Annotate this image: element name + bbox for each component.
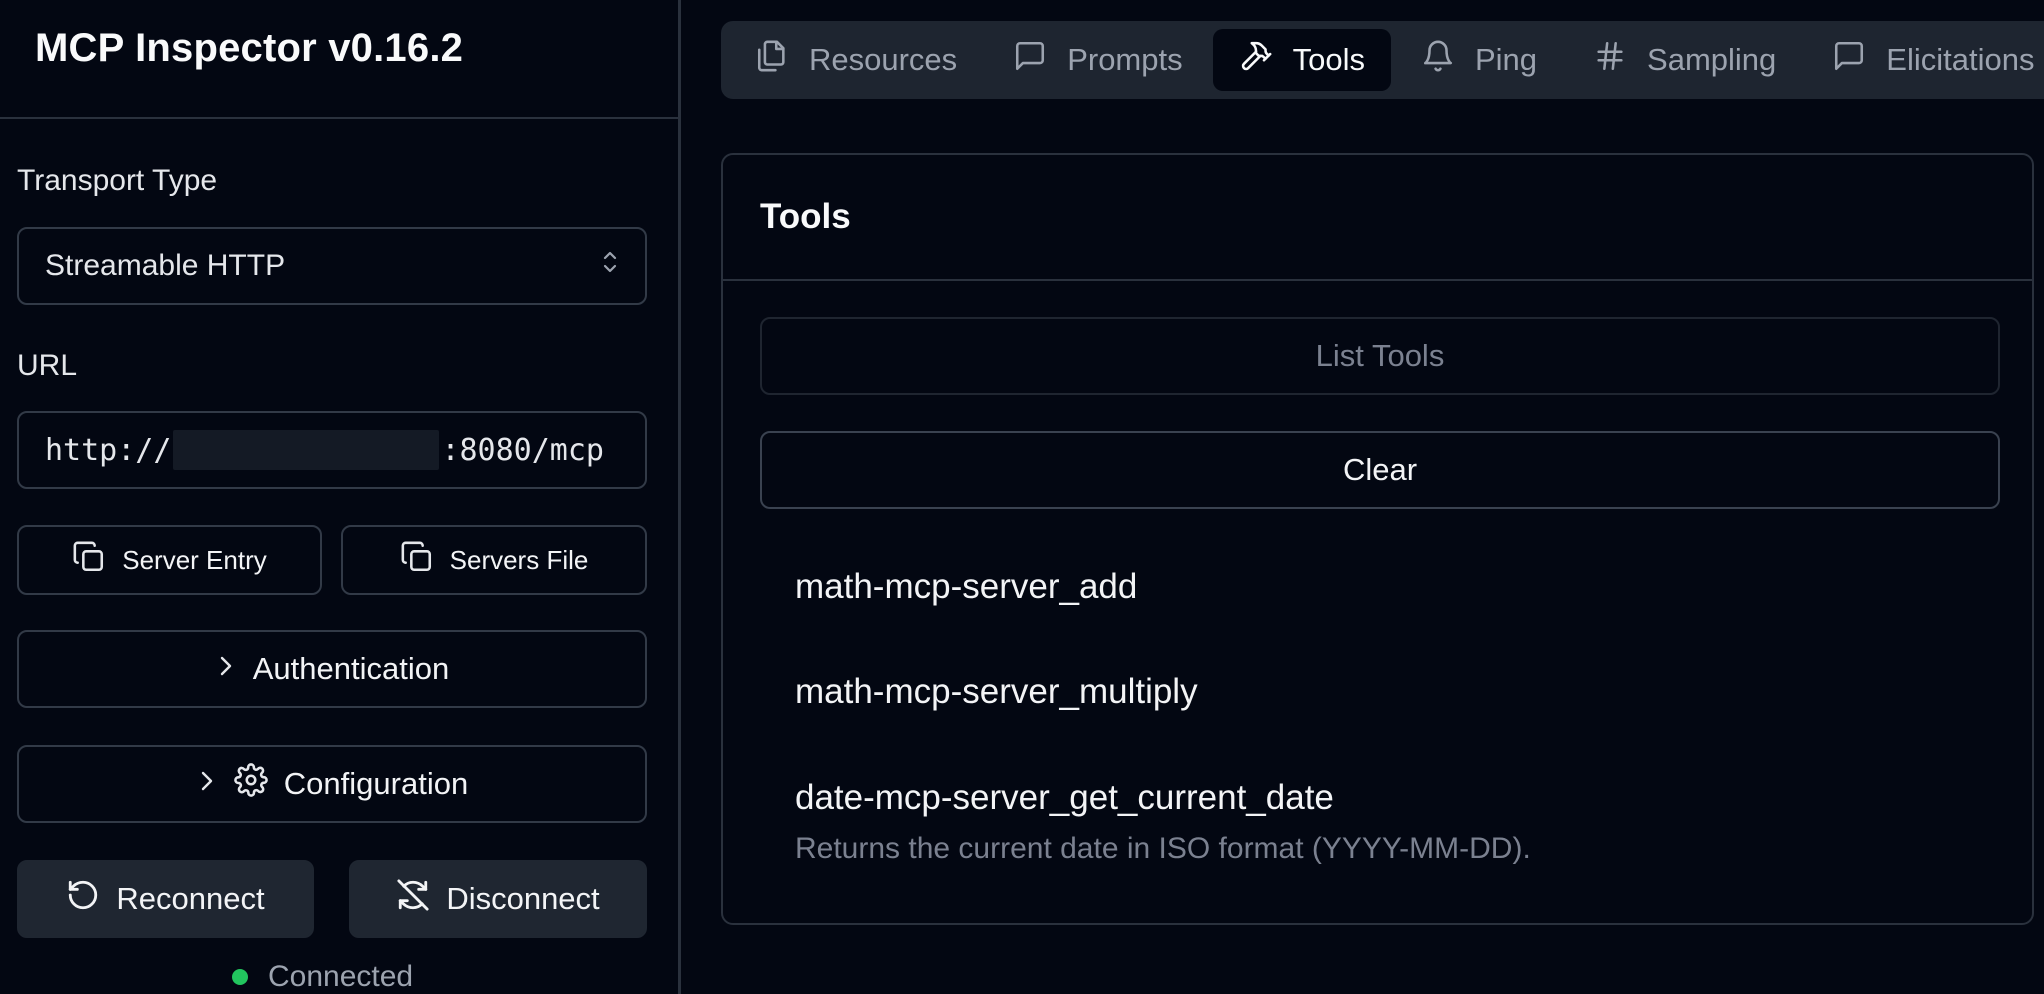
tab-label: Resources [809,42,958,77]
reconnect-label: Reconnect [116,881,265,916]
redacted-host [173,430,440,470]
reconnect-button[interactable]: Reconnect [17,860,314,938]
disconnect-label: Disconnect [446,881,600,916]
tab-prompts[interactable]: Prompts [987,29,1208,91]
tools-panel: Tools List Tools Clear math-mcp-server_a… [721,153,2034,925]
server-entry-button[interactable]: Server Entry [17,525,322,595]
server-entry-label: Server Entry [122,544,267,575]
tool-description: Returns the current date in ISO format (… [795,832,1531,865]
tab-bar: Resources Prompts Tools [721,21,2044,99]
tab-label: Sampling [1647,42,1777,77]
tab-label: Prompts [1067,42,1183,77]
hammer-icon [1239,39,1273,81]
transport-type-label: Transport Type [17,164,218,197]
transport-type-value: Streamable HTTP [45,249,286,282]
transport-type-select[interactable]: Streamable HTTP [17,227,647,305]
configuration-toggle[interactable]: Configuration [17,745,647,823]
tab-label: Elicitations [1886,42,2035,77]
clear-button[interactable]: Clear [760,431,2000,509]
status-text: Connected [268,960,414,993]
tab-elicitations[interactable]: Elicitations [1806,29,2044,91]
copy-icon [400,540,434,581]
sidebar: MCP Inspector v0.16.2 Transport Type Str… [0,0,681,994]
app-title: MCP Inspector v0.16.2 [35,26,464,70]
disconnect-button[interactable]: Disconnect [349,860,647,938]
servers-file-button[interactable]: Servers File [341,525,647,595]
connection-status: Connected [232,960,413,994]
list-tools-button[interactable]: List Tools [760,317,2000,395]
authentication-toggle[interactable]: Authentication [17,630,647,708]
copy-icon [72,540,106,581]
servers-file-label: Servers File [449,544,589,575]
tools-panel-header: Tools [723,155,2032,281]
tool-item[interactable]: math-mcp-server_add [795,567,1137,607]
url-input[interactable]: http:// :8080/mcp [17,411,647,489]
chevron-right-icon [215,651,237,687]
tool-name: math-mcp-server_multiply [795,672,1198,711]
bell-icon [1421,39,1455,81]
url-prefix: http:// [45,432,172,468]
authentication-label: Authentication [252,651,450,686]
message-square-icon [1013,39,1047,81]
gear-icon [234,763,268,805]
tab-sampling[interactable]: Sampling [1567,29,1802,91]
status-dot [232,969,248,985]
tool-item[interactable]: date-mcp-server_get_current_date Returns… [795,778,1531,866]
tab-resources[interactable]: Resources [729,29,983,91]
tab-ping[interactable]: Ping [1395,29,1563,91]
sidebar-header: MCP Inspector v0.16.2 [0,0,678,119]
chevron-right-icon [196,766,218,802]
tab-tools[interactable]: Tools [1212,29,1391,91]
url-suffix: :8080/mcp [441,432,604,468]
tab-label: Ping [1474,42,1538,77]
tool-name: date-mcp-server_get_current_date [795,778,1334,817]
url-label: URL [17,349,78,382]
tools-panel-title: Tools [760,197,851,236]
tool-item[interactable]: math-mcp-server_multiply [795,672,1198,712]
configuration-label: Configuration [283,766,469,801]
tab-label: Tools [1292,42,1365,77]
refresh-off-icon [396,878,430,920]
files-icon [755,39,789,81]
hash-icon [1593,39,1627,81]
tool-name: math-mcp-server_add [795,567,1138,606]
message-square-icon [1832,39,1866,81]
rotate-ccw-icon [66,878,100,920]
chevrons-up-down-icon [601,249,619,283]
